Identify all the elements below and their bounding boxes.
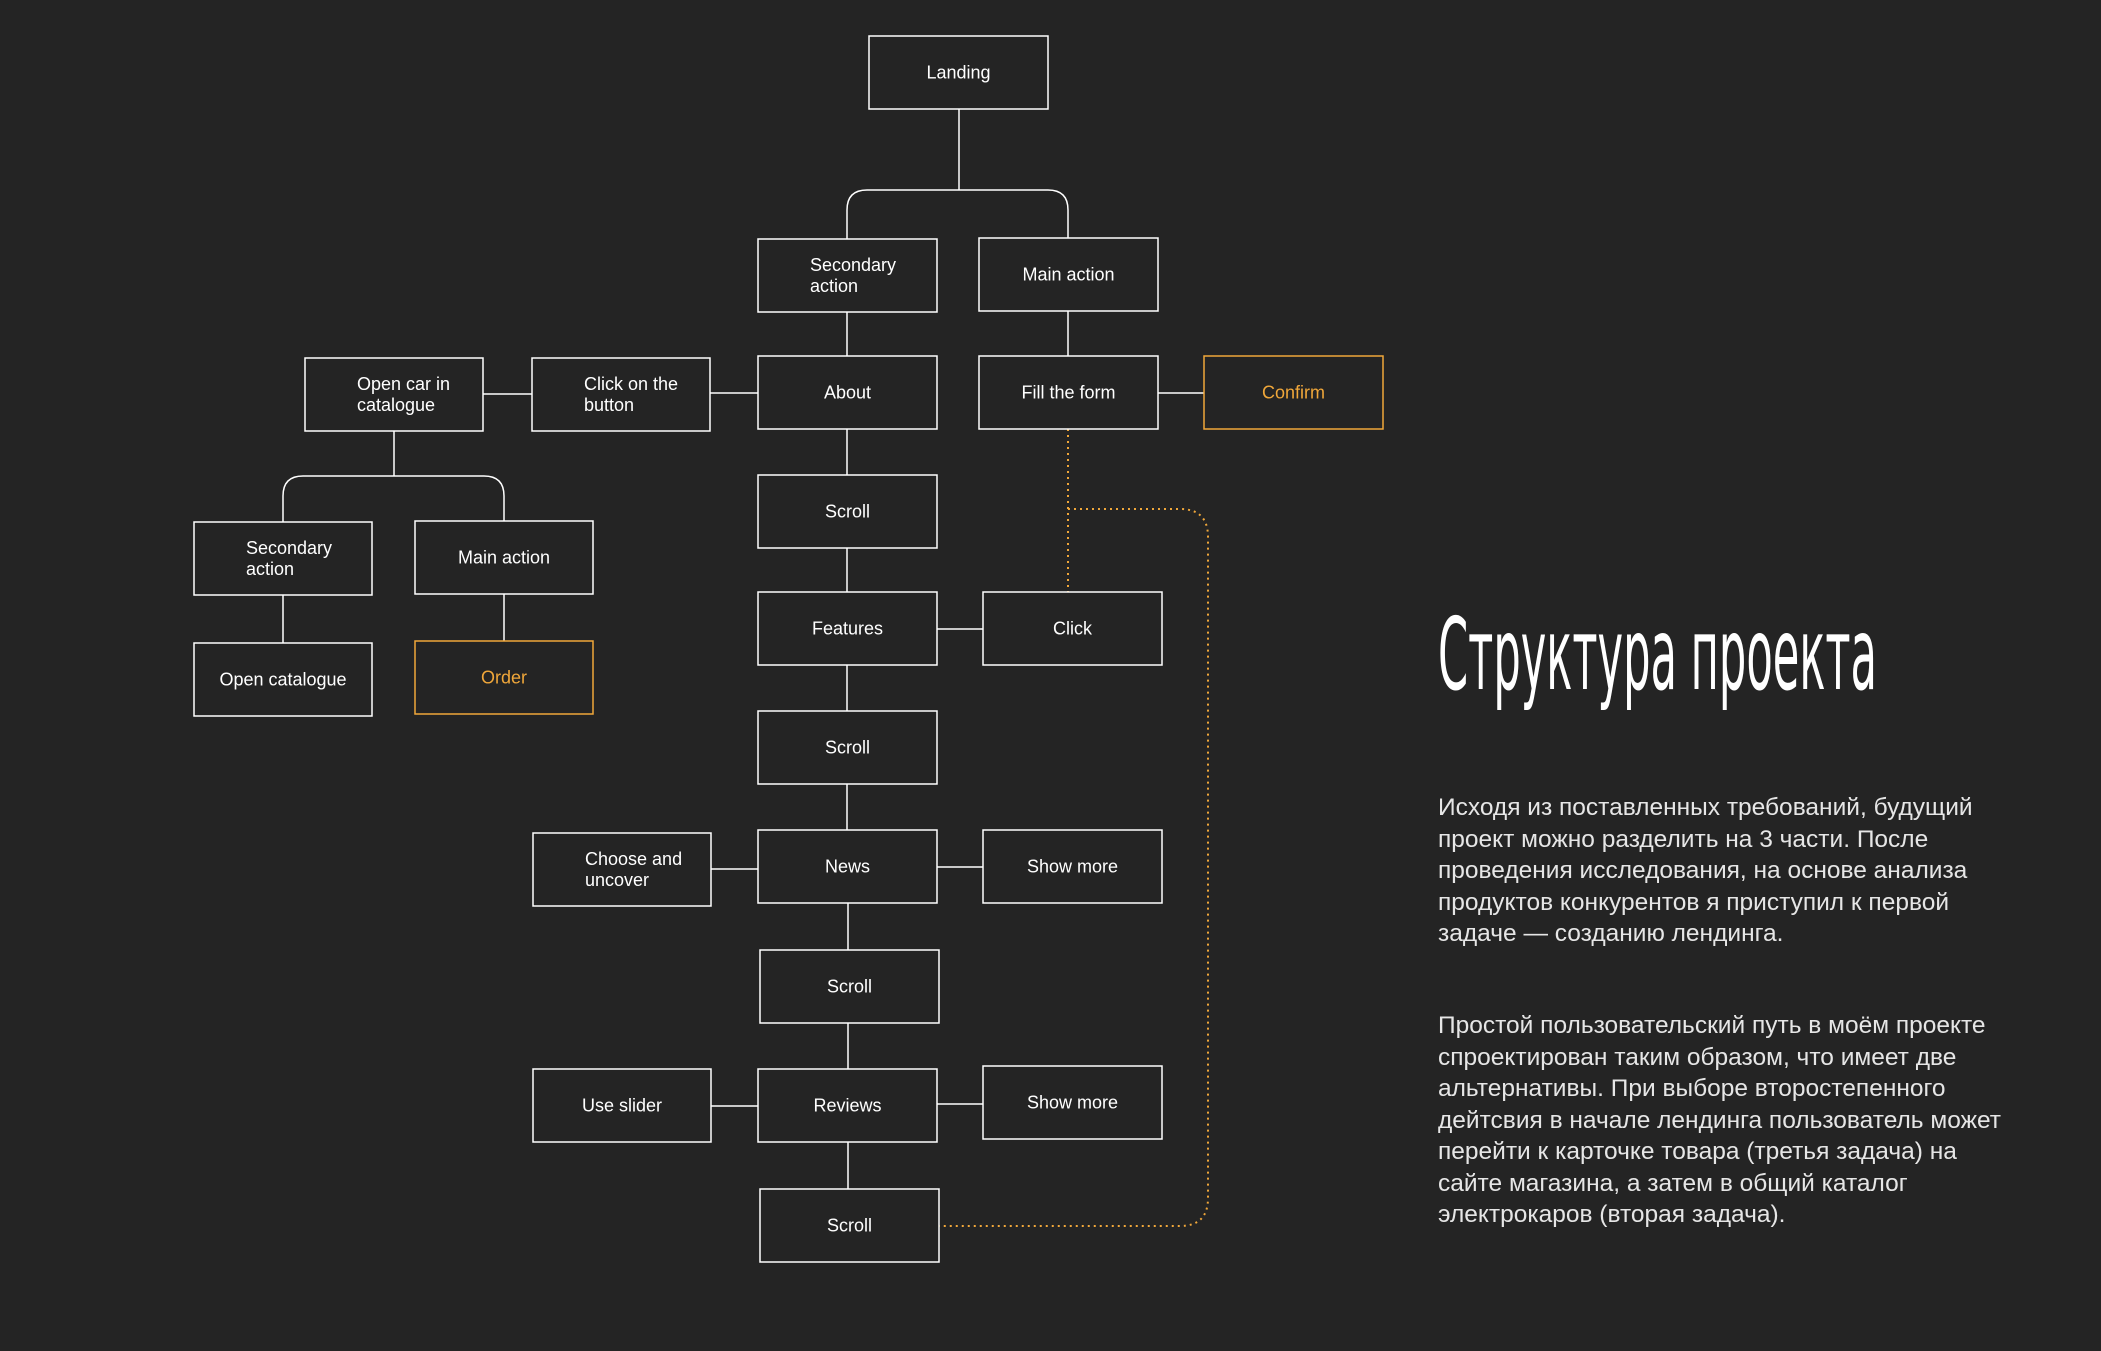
node-label: News xyxy=(825,857,870,877)
node-box xyxy=(757,710,938,785)
description-paragraph-2: Простой пользовательский путь в моём про… xyxy=(1438,1012,2001,1228)
node-box xyxy=(193,642,373,717)
node-box xyxy=(757,829,938,904)
node-confirm: Confirm xyxy=(1203,355,1384,430)
node-show-more1: Show more xyxy=(982,829,1163,904)
node-box xyxy=(868,35,1049,110)
node-label: Choose and xyxy=(585,849,682,869)
connector-line xyxy=(282,475,505,522)
node-label: Click xyxy=(1053,619,1093,639)
node-box xyxy=(759,1188,940,1263)
node-box xyxy=(978,237,1159,312)
node-label: action xyxy=(810,276,858,296)
node-box xyxy=(982,591,1163,666)
node-box xyxy=(982,829,1163,904)
node-box xyxy=(532,832,712,907)
description-paragraph-1: Исходя из поставленных требований, будущ… xyxy=(1438,794,1973,947)
node-label: Secondary xyxy=(810,255,896,275)
node-box xyxy=(982,1065,1163,1140)
node-box xyxy=(978,355,1159,430)
page-title: Структура проекта xyxy=(1438,596,1878,713)
node-label: Scroll xyxy=(827,977,872,997)
node-label: Landing xyxy=(926,63,990,83)
dotted-connector-line xyxy=(939,508,1209,1227)
node-label: Scroll xyxy=(825,738,870,758)
node-click: Click xyxy=(982,591,1163,666)
node-label: Features xyxy=(812,619,883,639)
node-scroll1: Scroll xyxy=(757,474,938,549)
node-scroll2: Scroll xyxy=(757,710,938,785)
node-label: Scroll xyxy=(827,1216,872,1236)
connector-line xyxy=(846,189,1069,239)
node-open-cat: Open catalogue xyxy=(193,642,373,717)
node-box xyxy=(757,591,938,666)
node-scroll3: Scroll xyxy=(759,949,940,1024)
node-fill-form: Fill the form xyxy=(978,355,1159,430)
flow-connectors xyxy=(282,109,1209,1227)
node-landing: Landing xyxy=(868,35,1049,110)
node-box xyxy=(304,357,484,432)
node-order: Order xyxy=(414,640,594,715)
node-label: Confirm xyxy=(1262,383,1325,403)
node-reviews: Reviews xyxy=(757,1068,938,1143)
node-use-slider: Use slider xyxy=(532,1068,712,1143)
node-box xyxy=(414,640,594,715)
node-label: Reviews xyxy=(813,1096,881,1116)
node-label: Main action xyxy=(1022,265,1114,285)
node-label: catalogue xyxy=(357,395,435,415)
node-label: action xyxy=(246,559,294,579)
node-news: News xyxy=(757,829,938,904)
node-label: Show more xyxy=(1027,857,1118,877)
node-box xyxy=(757,474,938,549)
node-box xyxy=(757,1068,938,1143)
node-box xyxy=(757,355,938,430)
node-label: Scroll xyxy=(825,502,870,522)
node-about: About xyxy=(757,355,938,430)
node-label: Main action xyxy=(458,548,550,568)
node-label: Click on the xyxy=(584,374,678,394)
node-main1: Main action xyxy=(978,237,1159,312)
node-label: uncover xyxy=(585,870,649,890)
node-box xyxy=(531,357,711,432)
node-show-more2: Show more xyxy=(982,1065,1163,1140)
node-label: Open car in xyxy=(357,374,450,394)
node-label: Show more xyxy=(1027,1093,1118,1113)
node-label: Fill the form xyxy=(1021,383,1115,403)
node-label: Order xyxy=(481,668,527,688)
node-label: About xyxy=(824,383,871,403)
node-box xyxy=(414,520,594,595)
node-box xyxy=(532,1068,712,1143)
node-box xyxy=(757,238,938,313)
node-box xyxy=(1203,355,1384,430)
node-label: Use slider xyxy=(582,1096,662,1116)
node-features: Features xyxy=(757,591,938,666)
node-scroll4: Scroll xyxy=(759,1188,940,1263)
node-box xyxy=(759,949,940,1024)
node-label: Open catalogue xyxy=(219,670,346,690)
node-label: button xyxy=(584,395,634,415)
node-main2: Main action xyxy=(414,520,594,595)
node-box xyxy=(193,521,373,596)
node-label: Secondary xyxy=(246,538,332,558)
